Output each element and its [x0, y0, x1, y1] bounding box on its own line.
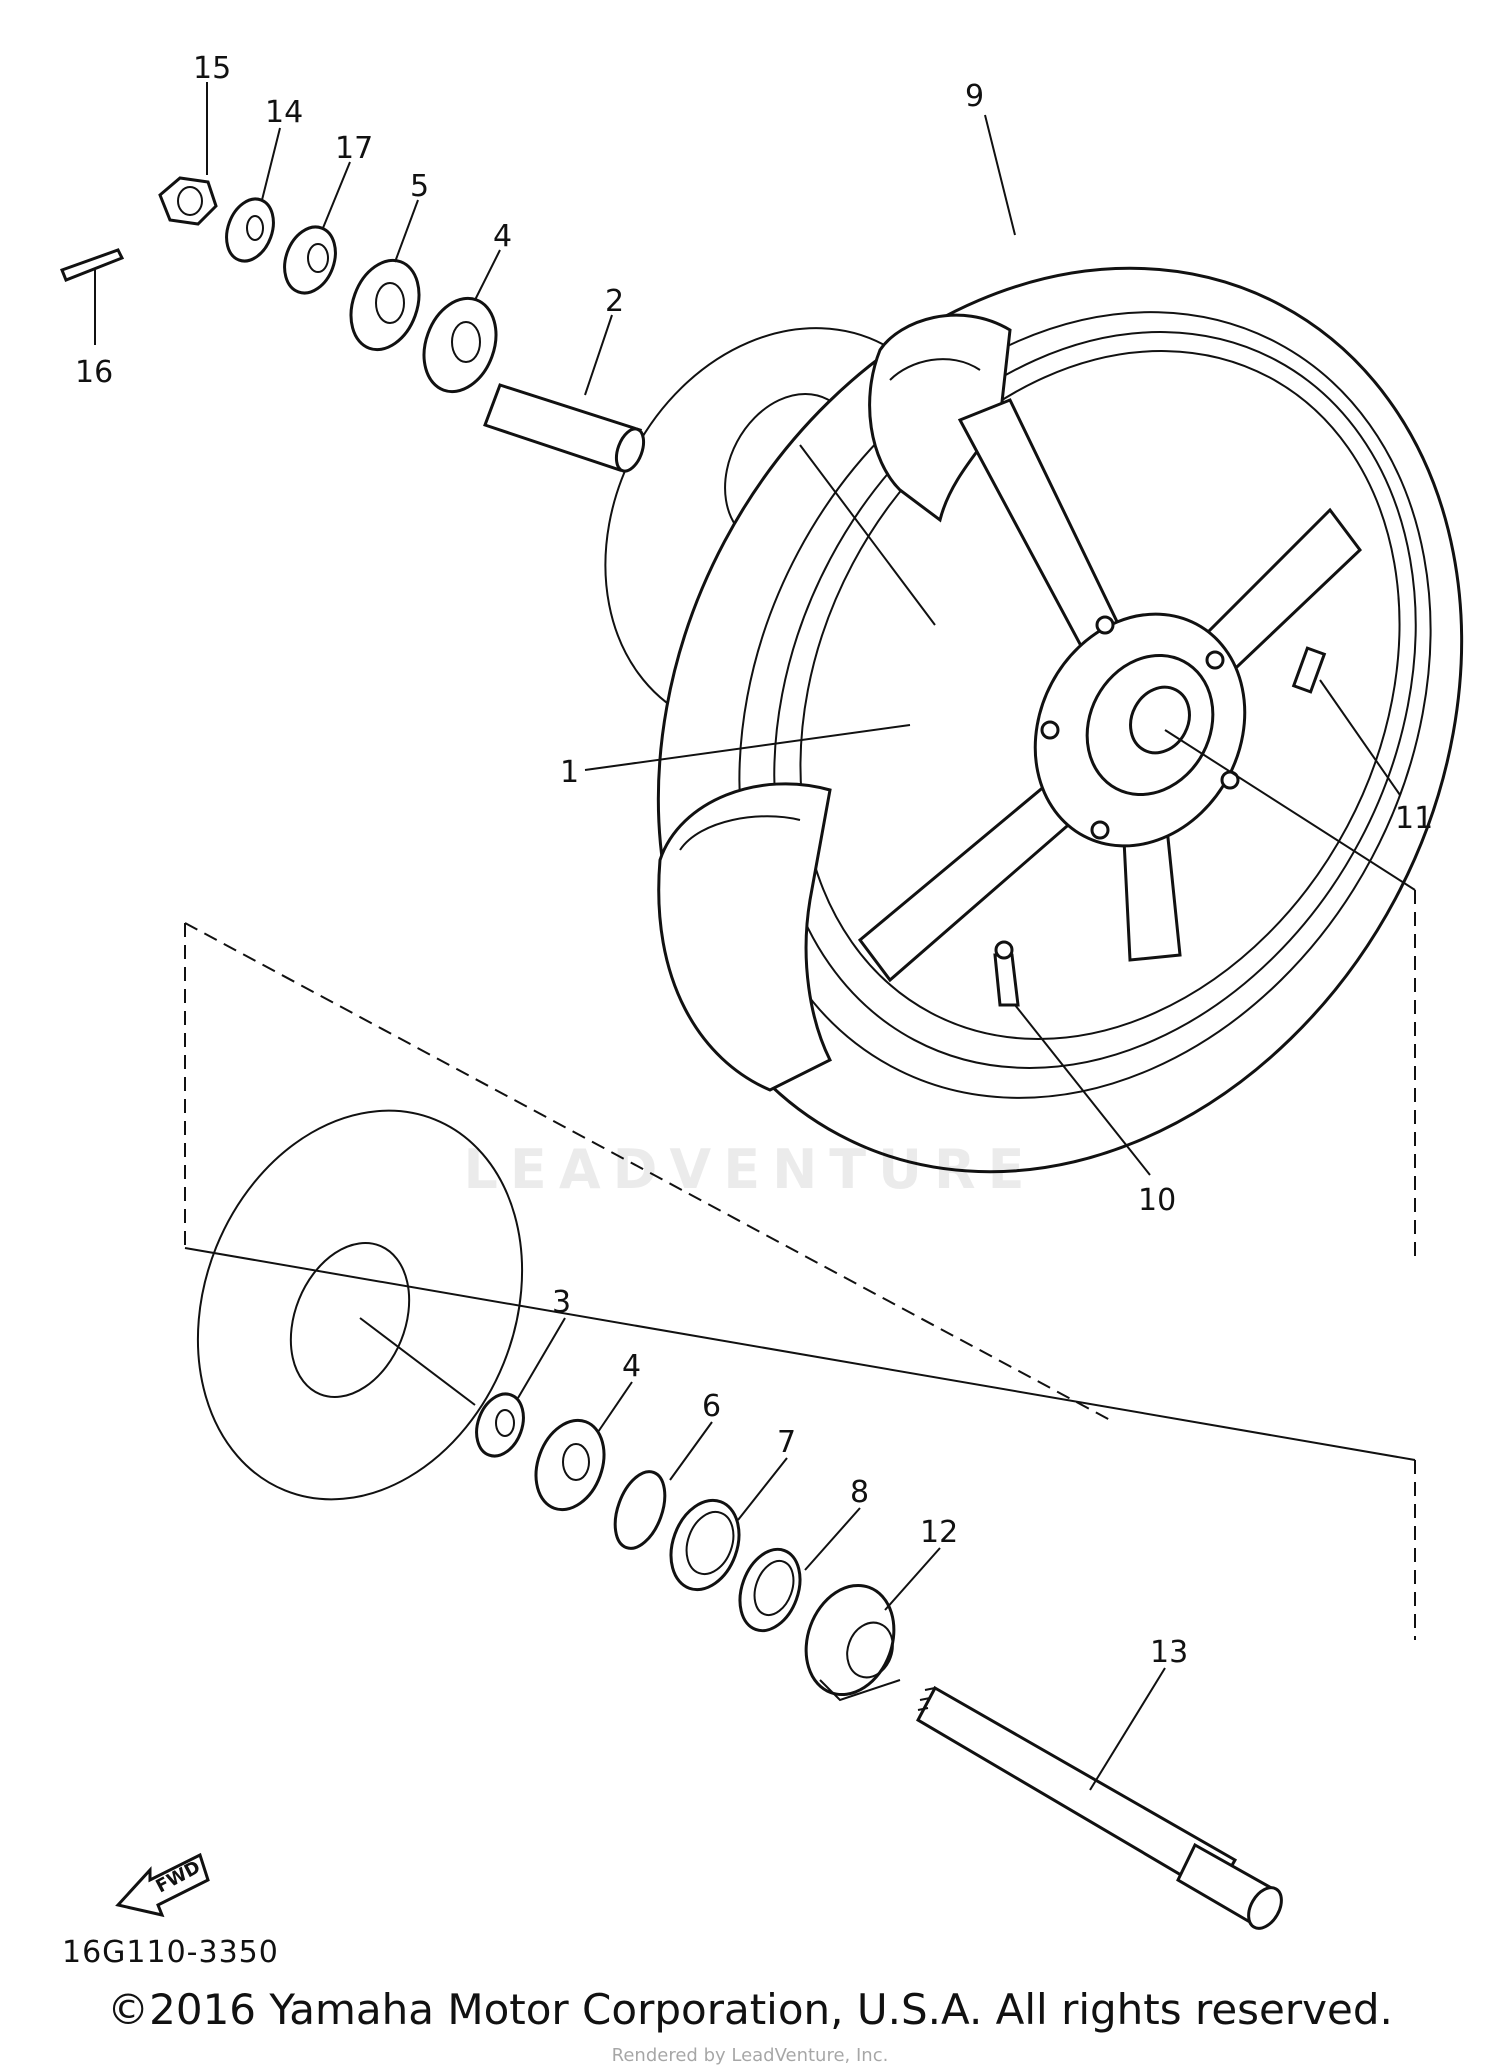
callout-labels: 15 14 17 5 4 2 16 9 1 11 10 3 4 6 7 8 12… [75, 51, 1433, 1670]
callout-6: 6 [702, 1389, 721, 1424]
assembly-lines [184, 890, 1416, 1640]
upper-hardware [60, 176, 646, 473]
callout-3: 3 [552, 1285, 571, 1320]
fwd-arrow-icon: FWD [115, 1852, 210, 1918]
callout-15: 15 [193, 51, 231, 86]
callout-9: 9 [965, 79, 984, 114]
callout-7: 7 [777, 1425, 796, 1460]
render-credit: Rendered by LeadVenture, Inc. [611, 2045, 889, 2066]
leader-lines [94, 82, 1416, 1791]
diagram-code: 16G110-3350 [62, 1935, 279, 1970]
callout-1: 1 [560, 755, 579, 790]
callout-16: 16 [75, 355, 113, 390]
copyright-notice: ©2016 Yamaha Motor Corporation, U.S.A. A… [107, 1985, 1393, 2034]
callout-4-lower: 4 [622, 1349, 641, 1384]
callout-5: 5 [410, 169, 429, 204]
callout-11: 11 [1395, 801, 1433, 836]
callout-13: 13 [1150, 1635, 1188, 1670]
callout-8: 8 [850, 1475, 869, 1510]
callout-14: 14 [265, 95, 303, 130]
callout-17: 17 [335, 131, 373, 166]
lower-hardware [475, 1392, 1283, 1930]
wheel-assembly [656, 266, 1464, 1174]
callout-10: 10 [1138, 1183, 1176, 1218]
watermark: LEADVENTURE [463, 1138, 1037, 1201]
lower-brake-disc [196, 1109, 524, 1501]
callout-2: 2 [605, 284, 624, 319]
callout-12: 12 [920, 1515, 958, 1550]
callout-4-upper: 4 [493, 219, 512, 254]
